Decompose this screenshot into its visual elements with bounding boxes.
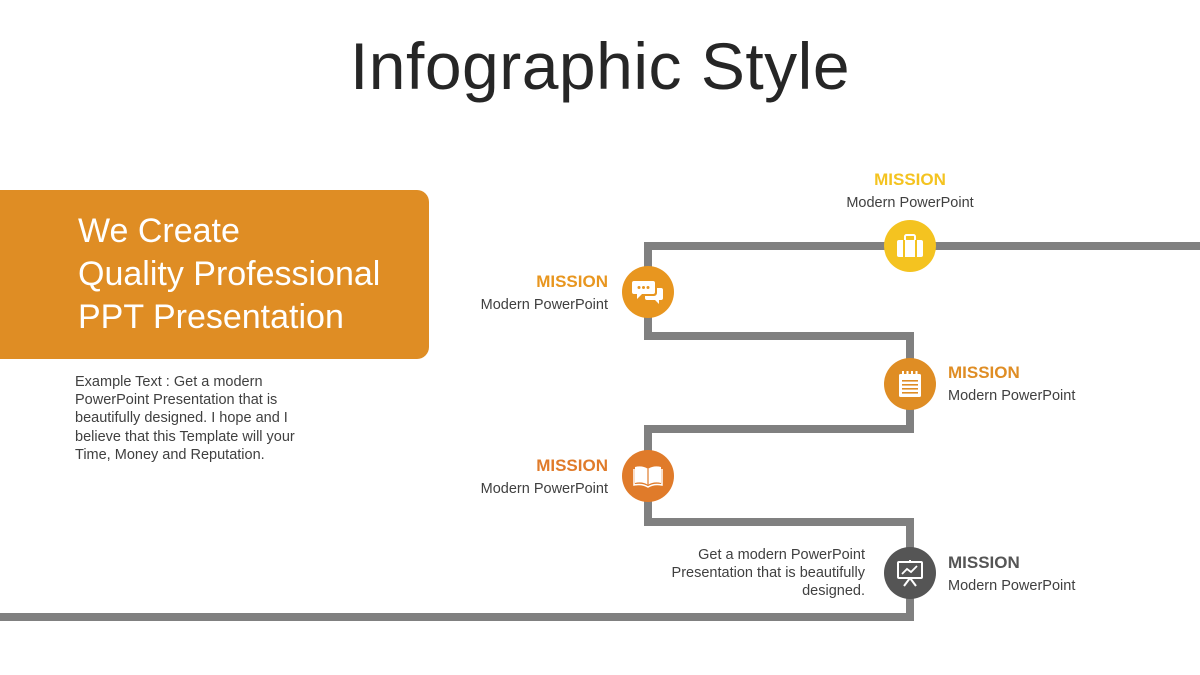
milestone-subtitle-4: Modern PowerPoint [480, 481, 608, 497]
milestone-subtitle-1: Modern PowerPoint [846, 195, 974, 211]
hero-line-3: PPT Presentation [78, 298, 344, 336]
example-text: Example Text : Get a modern PowerPoint P… [75, 374, 295, 463]
hero-line-1: We Create [78, 212, 240, 250]
milestone-subtitle-3: Modern PowerPoint [948, 388, 1076, 404]
notepad-icon [899, 371, 921, 397]
milestone-node-5 [884, 547, 936, 599]
description-note: Get a modern PowerPoint Presentation tha… [671, 547, 865, 600]
milestone-title-2: MISSION [536, 272, 608, 291]
hero-banner: We Create Quality Professional PPT Prese… [0, 190, 429, 359]
presentation-board-icon [897, 560, 923, 587]
milestone-title-3: MISSION [948, 363, 1020, 382]
milestone-node-4 [622, 450, 674, 502]
milestone-subtitle-5: Modern PowerPoint [948, 578, 1076, 594]
hero-line-2: Quality Professional [78, 255, 381, 293]
milestone-title-1: MISSION [874, 170, 946, 189]
book-icon [633, 466, 663, 488]
page-title: Infographic Style [349, 29, 851, 103]
milestone-subtitle-2: Modern PowerPoint [480, 297, 608, 313]
briefcase-icon [897, 234, 923, 257]
milestone-title-4: MISSION [536, 456, 608, 475]
chat-icon [632, 281, 663, 304]
milestone-node-1 [884, 220, 936, 272]
milestone-title-5: MISSION [948, 553, 1020, 572]
milestone-node-2 [622, 266, 674, 318]
milestone-node-3 [884, 358, 936, 410]
